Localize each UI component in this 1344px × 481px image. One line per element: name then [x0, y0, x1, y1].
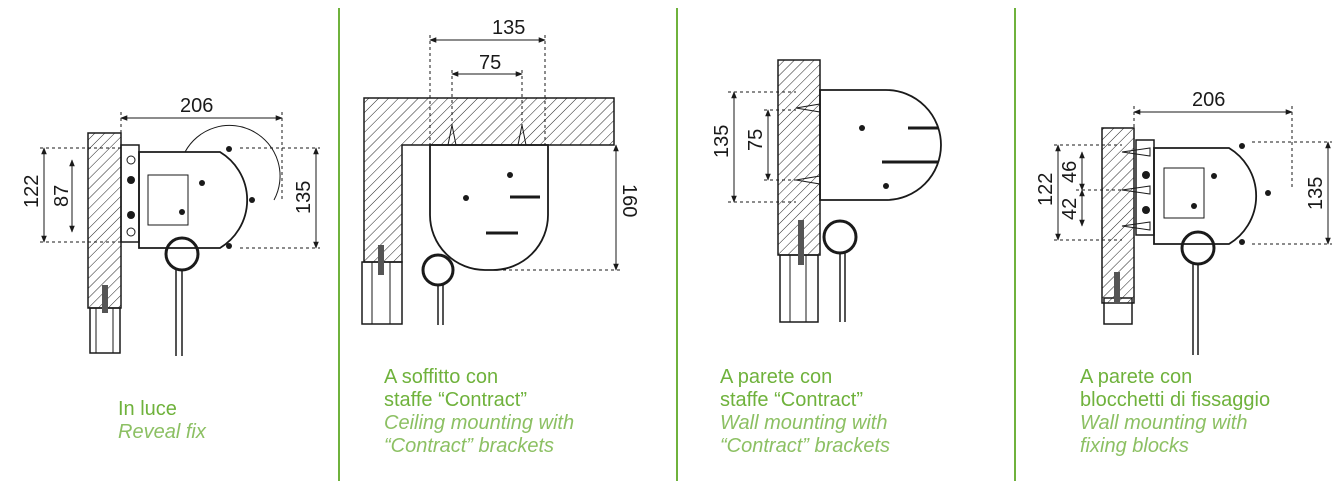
dim-upper-spacing: 46: [1059, 161, 1081, 183]
dim-height-outer: 135: [711, 125, 733, 158]
ceiling-hatch: [363, 97, 615, 263]
window-profile: [89, 307, 121, 354]
dim-height-outer: 122: [21, 175, 43, 208]
panel-divider-2: [676, 8, 678, 481]
cord-ring: [421, 253, 455, 287]
dim-head-height: 135: [293, 181, 315, 214]
panel-divider-1: [338, 8, 340, 481]
dim-width: 206: [180, 95, 213, 117]
caption-reveal-fix: In luce Reveal fix: [118, 398, 206, 444]
ceiling-contract-drawing: 135 75 160: [361, 17, 640, 325]
caption-en: Ceiling mounting with“Contract” brackets: [384, 412, 575, 457]
cord-ring: [164, 236, 200, 272]
caption-en: Wall mounting with“Contract” brackets: [720, 412, 891, 457]
wall-hatch: [87, 132, 122, 309]
cord-ring: [822, 219, 858, 255]
panel-divider-3: [1014, 8, 1016, 481]
dim-top-inner: 75: [479, 52, 501, 74]
dim-top-outer: 135: [492, 17, 525, 39]
blind-head: [429, 144, 549, 271]
cord-ring: [1180, 230, 1216, 266]
mounting-bracket: [120, 144, 140, 243]
dim-head-height: 135: [1305, 177, 1327, 210]
dim-height-inner: 75: [745, 129, 767, 151]
panel-reveal-fix: 206 122 87 135 In luce Reveal fix: [0, 0, 338, 481]
dim-lower-spacing: 42: [1059, 198, 1081, 220]
wall-blocks-drawing: 206 122 46 42 135: [1035, 89, 1332, 355]
dim-height-outer: 122: [1035, 173, 1057, 206]
reveal-fix-drawing: 206 122 87 135: [21, 95, 320, 356]
caption-it: In luce: [118, 398, 177, 420]
blind-head: [819, 89, 942, 201]
dim-height-inner: 87: [51, 185, 73, 207]
window-profile: [779, 254, 819, 323]
dim-height: 160: [618, 184, 640, 217]
blind-head: [138, 151, 248, 249]
dim-width: 206: [1192, 89, 1225, 111]
caption-en: Reveal fix: [118, 421, 206, 443]
blind-head: [1153, 147, 1257, 245]
wall-contract-drawing: 135 75: [711, 59, 942, 323]
